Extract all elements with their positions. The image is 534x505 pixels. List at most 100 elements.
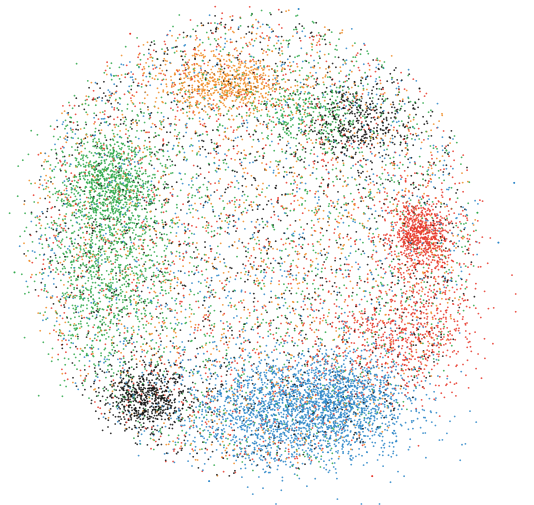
scatter-point-series-2 [131,101,134,104]
scatter-point-series-2 [415,348,418,351]
scatter-point-series-0 [79,369,82,372]
scatter-point-series-0 [76,347,79,350]
scatter-point-series-4 [279,86,281,89]
scatter-point-series-0 [140,244,143,247]
scatter-point-series-3 [69,317,72,320]
scatter-point-series-4 [315,81,317,83]
scatter-point-series-0 [162,294,164,297]
scatter-point-series-2 [364,103,367,106]
scatter-point-series-1 [367,91,370,94]
scatter-point-series-2 [281,67,284,69]
scatter-point-series-2 [182,112,185,114]
scatter-point-series-3 [110,184,112,187]
scatter-point-series-4 [143,251,146,254]
scatter-point-series-3 [107,354,110,357]
scatter-point-series-3 [117,125,120,128]
scatter-point-series-0 [399,174,402,177]
scatter-point-series-4 [349,125,352,128]
scatter-point-series-0 [265,82,267,84]
scatter-point-series-1 [371,152,373,155]
scatter-point-series-0 [390,250,393,253]
scatter-point-series-1 [258,387,261,390]
scatter-point-series-1 [147,286,149,289]
scatter-point-series-0 [426,349,429,351]
scatter-point-series-1 [372,415,375,418]
scatter-point-series-0 [422,233,425,236]
scatter-point-series-3 [381,64,383,66]
scatter-point-series-3 [99,327,102,329]
scatter-point-series-0 [300,306,303,308]
scatter-point-series-1 [280,65,283,67]
scatter-point-series-3 [115,204,117,206]
scatter-point-series-4 [376,126,378,129]
scatter-point-series-4 [179,365,182,368]
scatter-point-series-3 [109,149,112,151]
scatter-point-series-3 [74,304,77,307]
scatter-point-series-1 [294,427,296,429]
scatter-point-series-0 [113,108,116,111]
scatter-point-series-3 [119,219,122,221]
scatter-point-series-2 [238,60,241,63]
scatter-point-series-0 [106,116,109,118]
scatter-point-series-0 [423,139,425,141]
scatter-point-series-1 [292,116,295,119]
scatter-point-series-3 [468,181,471,184]
scatter-point-series-3 [113,316,115,319]
scatter-point-series-0 [428,350,431,352]
scatter-point-series-3 [306,192,309,195]
scatter-point-series-3 [73,327,76,330]
scatter-point-series-0 [65,187,68,190]
scatter-point-series-4 [170,123,172,125]
scatter-point-series-1 [343,436,345,439]
scatter-point-series-2 [207,420,210,423]
scatter-point-series-1 [329,383,332,386]
scatter-point-series-3 [115,74,117,77]
scatter-point-series-1 [247,354,249,357]
scatter-point-series-3 [100,352,102,354]
scatter-point-series-1 [299,236,302,239]
scatter-point-series-1 [341,398,343,401]
scatter-point-series-3 [83,127,86,129]
scatter-point-series-1 [313,438,316,441]
scatter-point-series-1 [314,477,317,480]
scatter-point-series-0 [60,164,63,167]
scatter-point-series-4 [411,294,414,297]
scatter-point-series-2 [233,203,236,206]
scatter-point-series-1 [234,137,237,140]
scatter-point-series-3 [364,187,367,190]
scatter-point-series-1 [366,158,369,161]
scatter-point-series-0 [409,252,412,254]
scatter-point-series-0 [303,295,306,297]
scatter-point-series-3 [71,131,74,133]
scatter-point-series-1 [250,379,253,382]
scatter-point-series-4 [356,282,359,284]
scatter-point-series-1 [321,353,324,355]
scatter-point-series-0 [385,198,388,201]
scatter-point-series-0 [309,124,312,127]
scatter-point-series-0 [156,394,159,396]
scatter-point-series-1 [362,63,365,66]
scatter-point-series-2 [64,302,67,304]
scatter-point-series-0 [100,412,103,415]
scatter-point-series-1 [117,358,119,361]
scatter-point-series-4 [204,200,207,203]
scatter-point-series-4 [375,108,378,111]
scatter-point-series-1 [135,312,138,314]
scatter-point-series-3 [70,219,72,222]
scatter-point-series-2 [294,324,297,327]
scatter-point-series-0 [354,243,357,246]
scatter-point-series-3 [104,193,107,195]
scatter-point-series-0 [205,366,207,369]
scatter-point-series-3 [304,200,307,202]
scatter-point-series-4 [109,432,112,435]
scatter-point-series-4 [181,145,184,148]
scatter-point-series-2 [63,189,66,192]
scatter-point-series-3 [149,159,152,162]
scatter-point-series-0 [481,236,484,239]
scatter-point-series-3 [199,427,201,430]
scatter-point-series-4 [467,252,470,255]
scatter-point-series-4 [290,171,293,174]
scatter-point-series-1 [194,329,196,331]
scatter-point-series-1 [305,435,308,438]
scatter-point-series-3 [339,264,342,267]
